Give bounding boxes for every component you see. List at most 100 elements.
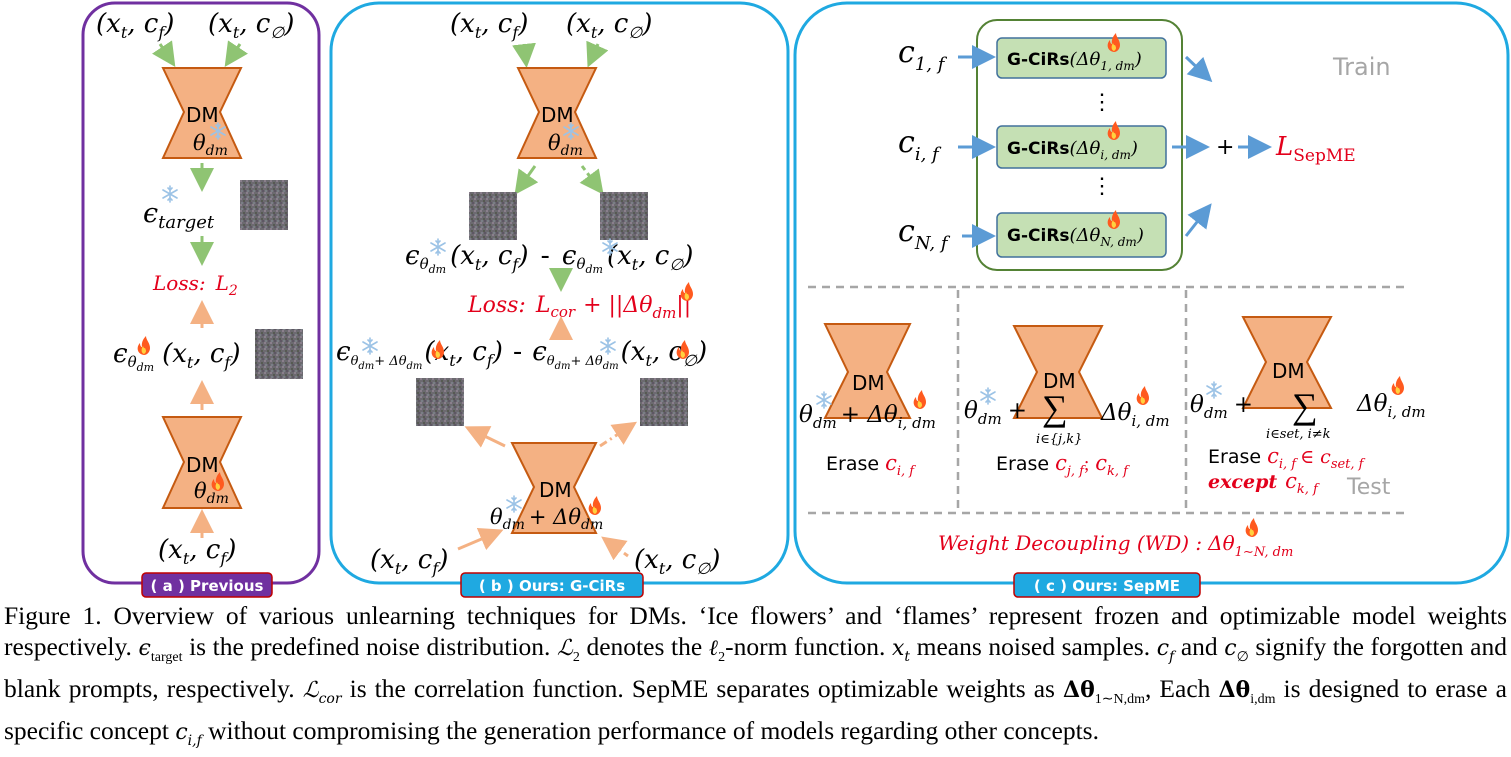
panel-a-tag bbox=[141, 572, 273, 598]
test-weight: θdm+ bbox=[964, 398, 1027, 428]
caption-math: Δθ bbox=[1063, 677, 1095, 704]
sum-symbol: ∑ bbox=[1292, 386, 1318, 426]
noise-image bbox=[469, 192, 517, 240]
test-weight: θdm+ bbox=[1190, 392, 1253, 422]
caption-math: ℓ bbox=[708, 636, 719, 661]
gcirs-label: G-CiRs(Δθi, dm) bbox=[1007, 138, 1138, 162]
caption-math: c bbox=[1224, 636, 1237, 661]
caption-math-sub: ∅ bbox=[1236, 650, 1249, 666]
caption-math: ℒ bbox=[557, 636, 573, 661]
theta-dm-plus-delta: θdm+ Δθdm bbox=[490, 505, 603, 533]
loss-cor: Loss:Lcor+ ||Δθdm|| bbox=[467, 293, 691, 322]
caption-math: ℒ bbox=[302, 678, 319, 704]
figure-caption: Figure 1. Overview of various unlearning… bbox=[4, 600, 1507, 757]
flame-icon bbox=[680, 282, 693, 301]
gcirs-label: G-CiRs(Δθ1, dm) bbox=[1007, 49, 1142, 73]
dm-model bbox=[1012, 325, 1104, 419]
gcirs-module bbox=[996, 212, 1167, 258]
flame-icon bbox=[137, 336, 150, 355]
panel-c: Train c1, f G-CiRs(Δθ1, dm) ⋮ ci, f G-Ci… bbox=[793, 1, 1510, 598]
snowflake-icon bbox=[600, 337, 616, 355]
panel-c-border bbox=[793, 1, 1510, 585]
flame-icon bbox=[1136, 386, 1149, 405]
gcirs-label: G-CiRs(ΔθN, dm) bbox=[1007, 225, 1144, 249]
test-weight: θdm+ Δθi, dm bbox=[799, 402, 936, 432]
dm-label: DM bbox=[186, 453, 219, 477]
flame-icon bbox=[1245, 518, 1258, 537]
weight-decoupling: Weight Decoupling (WD) :Δθ1∼N, dm bbox=[938, 531, 1293, 560]
caption-math-sub: 2 bbox=[572, 650, 580, 666]
sum-index: i∈{j,k} bbox=[1036, 432, 1082, 447]
theta-dm: θdm bbox=[548, 131, 583, 159]
eps-target: ϵtarget bbox=[143, 198, 215, 233]
dm-label: DM bbox=[539, 478, 572, 502]
concept-input: cN, f bbox=[898, 214, 951, 254]
caption-text: means noised samples. bbox=[910, 632, 1157, 661]
eps-pred: ϵθdm(xt, cf) bbox=[113, 339, 241, 374]
dm-label: DM bbox=[852, 371, 885, 395]
flame-icon bbox=[588, 496, 601, 515]
concept-input: ci, f bbox=[898, 125, 942, 165]
eps-frozen-diff: ϵθdm(xt, cf)-ϵθdm(xt, c∅) bbox=[405, 241, 693, 276]
snowflake-icon bbox=[816, 391, 832, 409]
panel-a: (xt, cf) (xt, c∅) DM θdm ϵtarget Loss:L2… bbox=[81, 1, 321, 598]
panel-c-tag-label: ( c ) Ours: SepME bbox=[1034, 577, 1180, 595]
caption-figure-number: Figure 1. bbox=[4, 601, 102, 630]
plus-sign: + bbox=[1216, 135, 1234, 160]
caption-math: c bbox=[1156, 636, 1170, 661]
dm-label: DM bbox=[1043, 369, 1076, 393]
snowflake-icon bbox=[980, 387, 996, 405]
caption-math-sub: target bbox=[150, 650, 183, 666]
caption-text: , Each bbox=[1145, 674, 1219, 704]
vdots: ⋮ bbox=[1091, 89, 1113, 114]
snowflake-icon bbox=[430, 238, 446, 256]
panel-b-tag-label: ( b ) Ours: G-CiRs bbox=[479, 577, 625, 595]
snowflake-icon bbox=[362, 337, 378, 355]
caption-math-sub: f bbox=[1169, 649, 1175, 666]
snowflake-icon bbox=[1206, 381, 1222, 399]
concept-input: c1, f bbox=[898, 35, 948, 75]
dm-model bbox=[516, 67, 598, 159]
input-xt-cf: (xt, cf) bbox=[96, 9, 174, 42]
test-delta: Δθi, dm bbox=[1356, 391, 1426, 421]
input-xt-cf: (xt, cf) bbox=[158, 535, 236, 568]
figure-diagram: (xt, cf) (xt, c∅) DM θdm ϵtarget Loss:L2… bbox=[81, 1, 1510, 598]
input-xt-cnull: (xt, c∅) bbox=[208, 9, 294, 42]
noise-image bbox=[640, 378, 688, 426]
sum-symbol: ∑ bbox=[1042, 388, 1068, 428]
caption-text: denotes the bbox=[579, 632, 709, 661]
input-xt-cf: (xt, cf) bbox=[370, 545, 448, 578]
snowflake-icon bbox=[162, 185, 178, 203]
noise-image bbox=[255, 329, 303, 379]
caption-math: x bbox=[892, 636, 905, 661]
flame-icon bbox=[1391, 376, 1404, 395]
flame-icon bbox=[1107, 121, 1120, 140]
test-label: Test bbox=[1346, 475, 1391, 500]
snowflake-icon bbox=[506, 495, 522, 513]
dm-label: DM bbox=[186, 103, 219, 127]
sum-index: i∈set, i≠k bbox=[1266, 427, 1331, 442]
caption-text: signify the forgotten and blank prompts,… bbox=[4, 632, 1507, 704]
caption-text: is the correlation function. SepME separ… bbox=[341, 674, 1064, 704]
loss-sepme: LSepME bbox=[1275, 132, 1356, 166]
caption-text: Overview of various unlearning technique… bbox=[4, 601, 1508, 661]
noise-image bbox=[600, 192, 648, 240]
dm-label: DM bbox=[1272, 359, 1305, 383]
panel-a-tag-label: ( a ) Previous bbox=[151, 577, 264, 595]
caption-math-sub: i,dm bbox=[1250, 692, 1276, 708]
loss-l2: Loss:L2 bbox=[152, 271, 238, 299]
vdots: ⋮ bbox=[1091, 173, 1113, 198]
caption-math-sub: t bbox=[904, 649, 911, 666]
test-delta: Δθi, dm bbox=[1100, 400, 1170, 430]
dm-model bbox=[823, 323, 912, 419]
caption-math: c bbox=[175, 720, 188, 746]
gcirs-module bbox=[996, 37, 1167, 79]
noise-image bbox=[240, 180, 288, 230]
caption-math-sub: cor bbox=[318, 691, 342, 708]
caption-math-sub: i,f bbox=[187, 733, 202, 750]
gcirs-module bbox=[996, 125, 1167, 169]
panel-c-tag bbox=[1013, 572, 1201, 598]
